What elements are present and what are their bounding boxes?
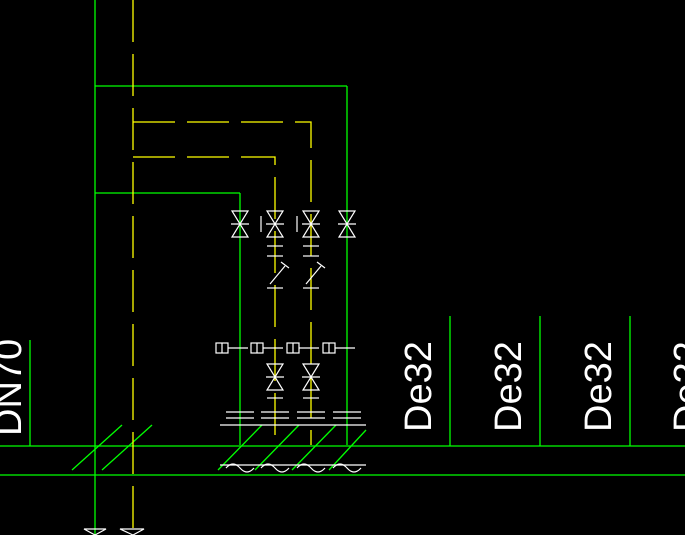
slash-mark — [217, 424, 263, 471]
check-valve-flap — [305, 265, 322, 285]
down-arrow-icon — [119, 528, 145, 535]
slash-mark — [254, 424, 300, 471]
slash-mark — [291, 424, 337, 471]
branch-label-3: De32 — [578, 341, 620, 432]
gate-valve-icon — [265, 363, 285, 391]
branch-label-1: De32 — [398, 341, 440, 432]
check-valve-flap — [280, 261, 290, 269]
check-valve-flap — [316, 261, 326, 269]
check-valve-flap — [269, 265, 286, 285]
floor-wave — [225, 463, 255, 473]
gate-valve-icon — [230, 210, 250, 238]
dashed-branch-lower — [133, 156, 276, 445]
gate-valve-icon — [265, 210, 285, 238]
branch-label-2: De32 — [488, 341, 530, 432]
floor-wave — [296, 463, 326, 473]
slash-mark — [328, 429, 367, 471]
floor-wave — [260, 463, 290, 473]
floor-wave — [332, 463, 362, 473]
fittings-group — [83, 210, 366, 535]
gate-valve-icon — [337, 210, 357, 238]
branch-label-4: De32 — [667, 341, 685, 432]
dashed-branch-upper — [133, 121, 312, 445]
gate-valve-icon — [301, 210, 321, 238]
labels-group: DN70 De32 De32 De32 De32 — [0, 339, 685, 436]
yellow-dashed-pipes — [132, 0, 312, 535]
slash-mark — [101, 424, 153, 471]
slash-mark — [71, 424, 123, 471]
gate-valve-icon — [301, 363, 321, 391]
main-pipe-label: DN70 — [0, 339, 30, 436]
down-arrow-icon — [83, 528, 107, 535]
